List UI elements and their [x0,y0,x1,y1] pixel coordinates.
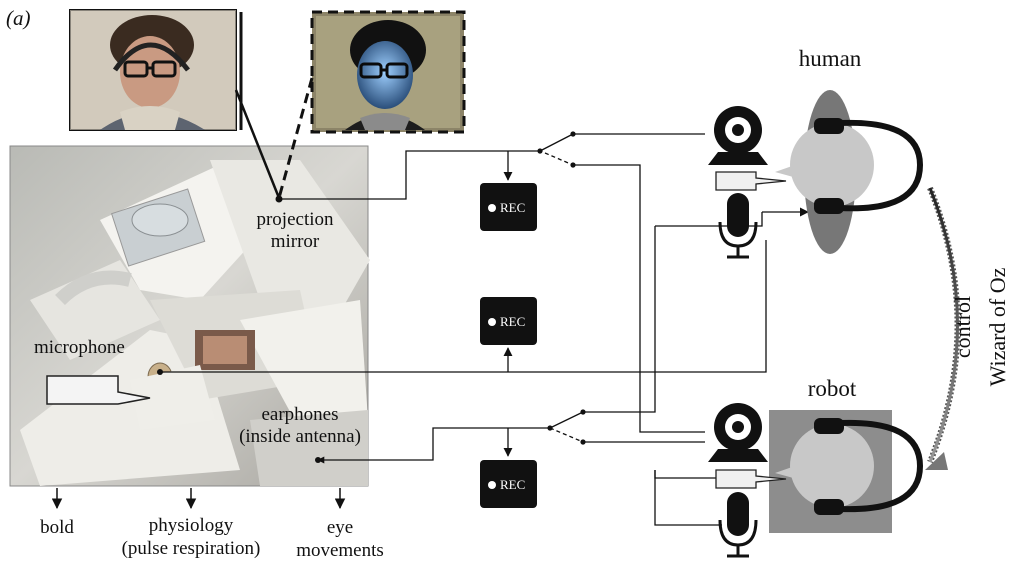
wire-microphone [160,240,767,373]
inside-antenna-label: (inside antenna) [239,426,361,447]
control-label: control [950,295,975,359]
earphones-label: earphones [261,404,339,425]
wiring [160,133,809,526]
switch-dots [157,131,586,463]
human-webcam-icon [708,106,768,165]
bold-label: bold [40,517,74,538]
wire-robot-mic [654,470,722,526]
robot-microphone-icon [718,492,758,558]
robot-label: robot [807,376,857,401]
wizard-of-oz-label: Wizard of Oz [985,267,1010,387]
movements-label: movements [296,540,384,561]
rec-box-bottom: REC [480,460,537,508]
wire-robot-cam [654,470,722,479]
wire-projection [279,150,540,200]
robot-speech-box [715,469,787,489]
human-label: human [798,46,862,71]
rec-label: REC [500,314,525,329]
projection-line-solid [234,89,281,199]
switch-top-alt [544,152,574,166]
wire-earphones [318,427,550,461]
human-portrait [69,9,237,131]
control-arrow [925,186,961,470]
microphone-label: microphone [34,337,125,358]
robot-head-icon [775,418,924,515]
robot-face-portrait [310,10,466,134]
robot-photo [9,145,370,487]
mirror-label: mirror [270,231,320,252]
wire-human-ear-b [655,212,763,227]
eye-label: eye [326,517,354,538]
rec-label: REC [500,477,525,492]
wire-human-mic [583,226,656,413]
rec-box-top: REC [480,183,537,231]
rec-label: REC [500,200,525,215]
switch-bottom-blade [549,411,584,429]
panel-label: (a) [6,6,31,30]
human-speech-box [715,171,787,191]
switch-bottom-alt [549,427,584,443]
human-microphone-icon [718,193,758,259]
speaker-callout-box [46,375,151,405]
projection-line-dashed [277,77,314,199]
projection-label: projection [256,209,334,230]
switch-top-blade [539,133,574,152]
rec-box-middle: REC [480,297,537,345]
physiology-label: physiology [148,515,234,536]
wire-top-b [573,164,705,433]
pulse-respiration-label: (pulse respiration) [121,538,261,559]
robot-webcam-icon [708,403,768,462]
human-head-icon [775,90,924,254]
